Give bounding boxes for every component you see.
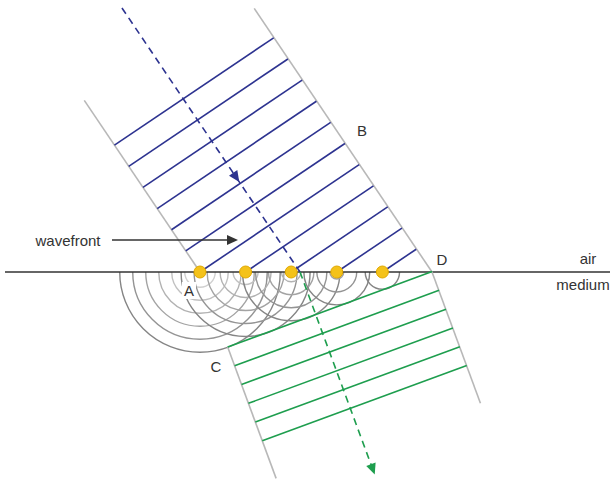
- wavelet-group: [120, 272, 400, 352]
- incident-wavefront: [157, 101, 316, 208]
- beam-boundary: [432, 272, 480, 403]
- beam-boundary: [254, 8, 432, 272]
- incident-wavefront: [291, 207, 387, 272]
- refracted-ray: [300, 272, 375, 475]
- wave-lines: [5, 8, 610, 478]
- interface-line: [5, 271, 610, 273]
- incident-wavefront: [114, 38, 273, 145]
- incident-wavefront: [200, 165, 359, 272]
- point-label: A: [182, 282, 196, 299]
- incident-wavefront: [171, 122, 330, 229]
- ray-arrowhead: [229, 170, 239, 182]
- region-label: medium: [554, 276, 611, 293]
- region-label: air: [578, 250, 599, 267]
- point-label: C: [209, 358, 224, 375]
- source-dot: [331, 266, 343, 278]
- incident-wavefront: [186, 144, 345, 251]
- refracted-wavefront: [248, 328, 452, 403]
- wavelet-arc: [133, 272, 268, 339]
- wavelet-arc: [181, 272, 310, 336]
- leader-arrowhead: [227, 235, 238, 245]
- refracted-wavefront: [228, 272, 432, 347]
- wavelet-arc: [120, 272, 281, 352]
- refracted-wavefront: [242, 309, 446, 384]
- wavelet-arc: [194, 272, 297, 323]
- refracted-wavefront: [262, 365, 466, 440]
- refracted-wavefront: [255, 347, 459, 422]
- beam-boundary: [228, 347, 276, 478]
- refracted-wavefront: [235, 290, 439, 365]
- point-label: B: [355, 122, 369, 139]
- leader-line: [112, 239, 230, 240]
- source-dot: [240, 266, 252, 278]
- wavelet-arc: [242, 272, 339, 321]
- source-dot: [194, 266, 206, 278]
- incident-wavefront: [143, 80, 302, 187]
- point-label: D: [435, 251, 450, 268]
- wavefront-label: wavefront: [33, 232, 102, 249]
- incident-ray: [122, 8, 300, 272]
- overlay-group: [112, 8, 388, 475]
- ray-arrowhead: [366, 463, 375, 475]
- incident-wavefront: [129, 59, 288, 166]
- source-dot: [285, 266, 297, 278]
- source-dot: [376, 266, 388, 278]
